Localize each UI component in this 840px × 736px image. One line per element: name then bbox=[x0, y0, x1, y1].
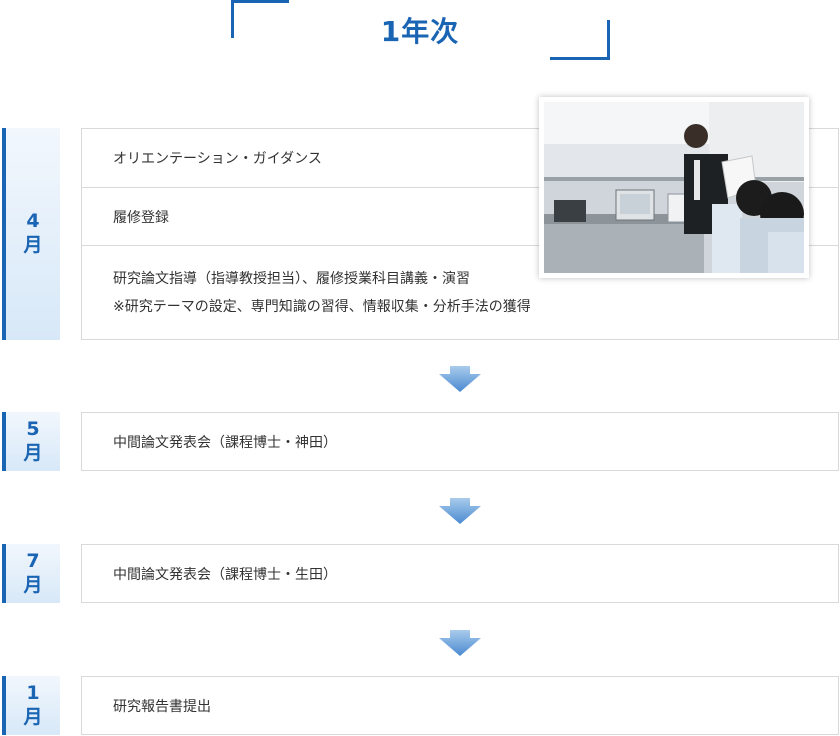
schedule-item: オリエンテーション・ガイダンス bbox=[82, 129, 838, 187]
month-number: 7 bbox=[26, 549, 40, 572]
bracket-top-left bbox=[231, 0, 289, 38]
month-number: 5 bbox=[26, 417, 40, 440]
month-label-may: 5 月 bbox=[2, 412, 60, 471]
month-label-july: 7 月 bbox=[2, 544, 60, 603]
month-label-january: 1 月 bbox=[2, 676, 60, 735]
down-arrow-icon bbox=[439, 630, 481, 656]
schedule-item-text: オリエンテーション・ガイダンス bbox=[113, 151, 322, 167]
month-label-april: 4 月 bbox=[2, 128, 60, 340]
month-number: 4 bbox=[26, 210, 40, 233]
schedule-item: 研究論文指導（指導教授担当）、履修授業科目講義・演習 ※研究テーマの設定、専門知… bbox=[82, 245, 838, 339]
lecture-photo bbox=[539, 97, 809, 278]
month-unit: 月 bbox=[23, 234, 43, 256]
year-header: 1年次 bbox=[0, 0, 840, 70]
month-number: 1 bbox=[26, 681, 40, 704]
schedule-item-text: 研究論文指導（指導教授担当）、履修授業科目講義・演習 bbox=[113, 270, 470, 287]
schedule-item-text: 研究報告書提出 bbox=[113, 698, 211, 715]
down-arrow-icon bbox=[439, 366, 481, 392]
down-arrow-icon bbox=[439, 498, 481, 524]
schedule-item: 中間論文発表会（課程博士・生田） bbox=[82, 545, 838, 602]
schedule-item: 履修登録 bbox=[82, 187, 838, 245]
month-unit: 月 bbox=[23, 573, 43, 596]
month-unit: 月 bbox=[23, 441, 43, 464]
schedule-item-note: ※研究テーマの設定、専門知識の習得、情報収集・分析手法の獲得 bbox=[113, 298, 531, 315]
schedule-item: 中間論文発表会（課程博士・神田） bbox=[82, 413, 838, 470]
schedule-item-text: 中間論文発表会（課程博士・神田） bbox=[113, 434, 337, 451]
schedule-item-text: 履修登録 bbox=[113, 209, 169, 226]
schedule-box-january: 研究報告書提出 bbox=[81, 676, 839, 735]
schedule-box-july: 中間論文発表会（課程博士・生田） bbox=[81, 544, 839, 603]
year-title: 1年次 bbox=[380, 15, 460, 48]
schedule-item-text: 中間論文発表会（課程博士・生田） bbox=[113, 566, 337, 583]
schedule-box-may: 中間論文発表会（課程博士・神田） bbox=[81, 412, 839, 471]
bracket-bottom-right bbox=[550, 20, 610, 60]
month-unit: 月 bbox=[23, 705, 43, 728]
lecture-photo-illustration bbox=[544, 102, 804, 273]
schedule-item: 研究報告書提出 bbox=[82, 677, 838, 734]
